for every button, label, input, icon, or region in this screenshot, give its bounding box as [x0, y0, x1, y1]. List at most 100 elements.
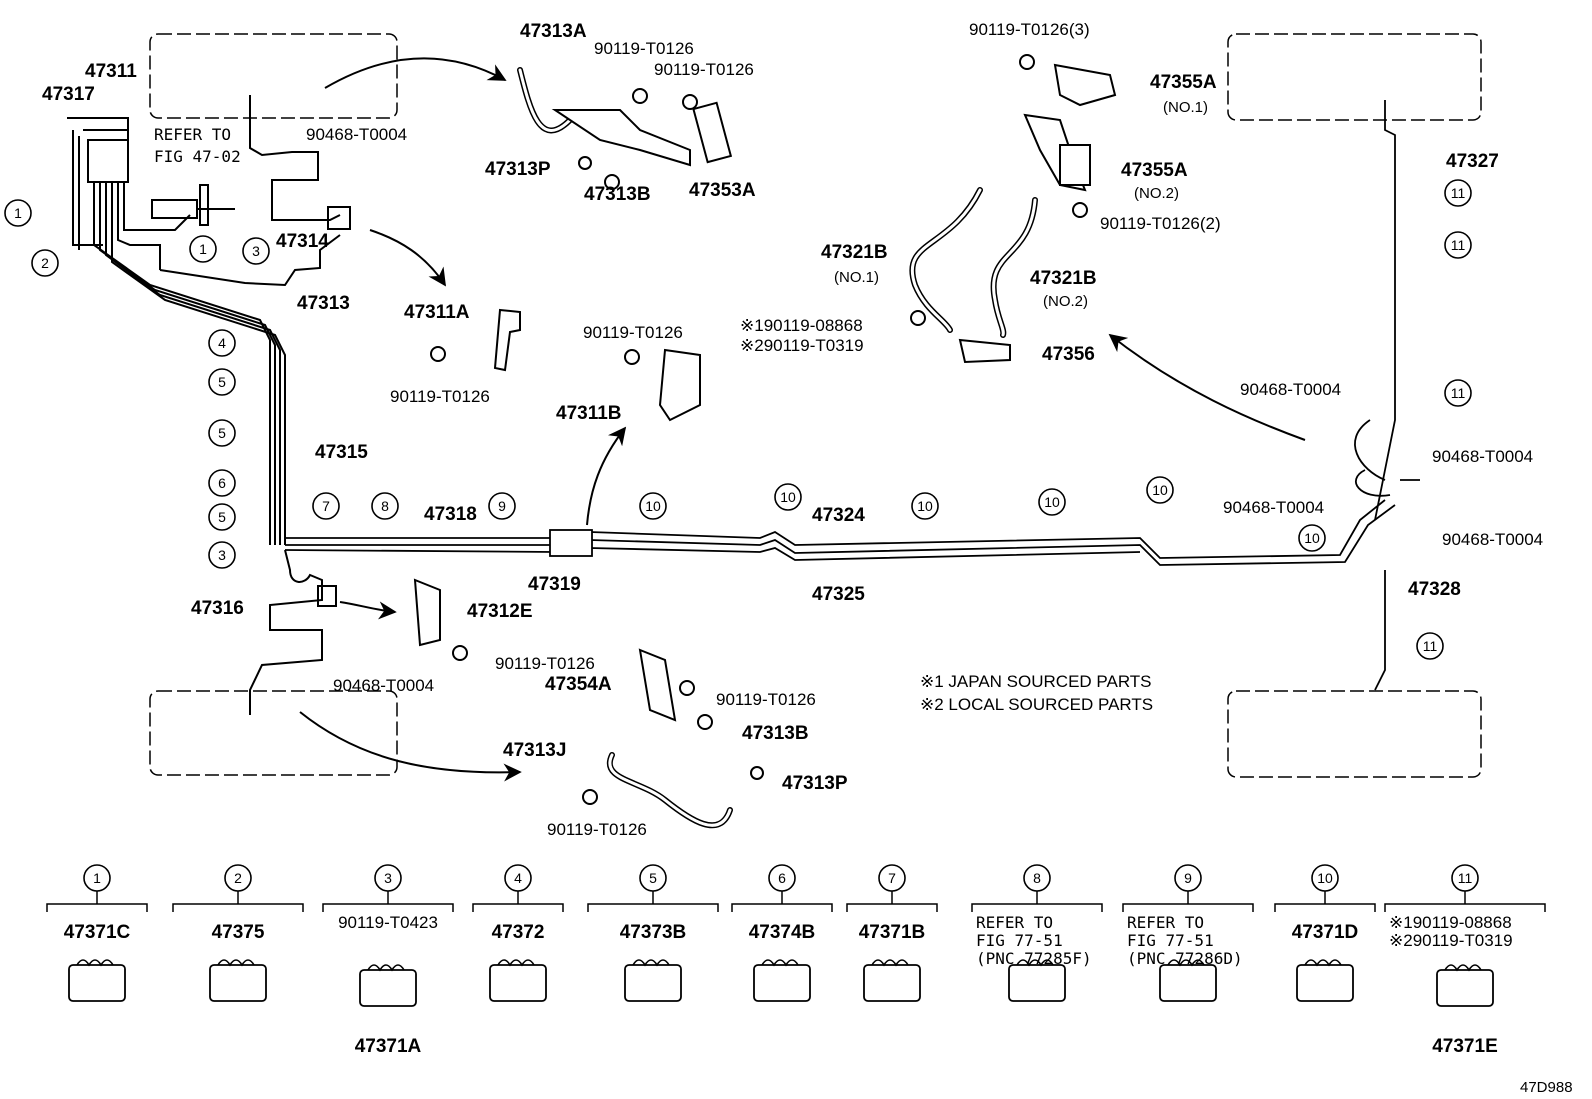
svg-text:1: 1 — [14, 205, 22, 221]
clamp-shape — [359, 969, 417, 1007]
legend-part: 47371E — [1432, 1036, 1498, 1057]
label-47313P: 47313P — [485, 159, 551, 180]
svg-text:11: 11 — [1423, 638, 1438, 654]
label-bolt-7: 90119-T0126 — [547, 820, 647, 839]
legend-part: 47371D — [1292, 922, 1359, 943]
legend-number: 10 — [1317, 870, 1333, 886]
legend-item-4: 4 47372 — [472, 864, 564, 1002]
note-japan: ※1 JAPAN SOURCED PARTS — [920, 672, 1152, 691]
callout-1: 1 — [189, 235, 217, 263]
label-47327: 47327 — [1446, 151, 1499, 172]
label-47313J: 47313J — [503, 740, 566, 761]
svg-text:5: 5 — [218, 374, 226, 390]
svg-text:11: 11 — [1451, 385, 1466, 401]
label-clip-2: 90468-T0004 — [333, 676, 434, 695]
callout-10: 10 — [774, 483, 802, 511]
label-47313P-lower: 47313P — [782, 773, 848, 794]
label-no2-a: (NO.2) — [1134, 185, 1179, 202]
label-47313: 47313 — [297, 293, 350, 314]
label-47353A: 47353A — [689, 180, 756, 201]
label-47325: 47325 — [812, 584, 865, 605]
callout-11: 11 — [1444, 179, 1472, 207]
svg-text:10: 10 — [1152, 482, 1168, 498]
label-47314: 47314 — [276, 231, 329, 252]
legend-number: 7 — [888, 870, 896, 886]
svg-text:10: 10 — [917, 498, 933, 514]
callout-10: 10 — [1298, 524, 1326, 552]
dashed-frames — [149, 33, 1482, 778]
svg-text:3: 3 — [252, 243, 260, 259]
legend-text-line: (PNC 77286D) — [1127, 949, 1243, 968]
refer-line-2: FIG 47-02 — [154, 147, 241, 166]
svg-text:10: 10 — [1044, 494, 1060, 510]
callout-10: 10 — [1038, 488, 1066, 516]
callout-10: 10 — [1146, 476, 1174, 504]
label-bolt-6: 90119-T0126 — [716, 690, 816, 709]
label-clip-3: 90468-T0004 — [1240, 380, 1341, 399]
label-no1-a: (NO.1) — [1163, 99, 1208, 116]
label-47316: 47316 — [191, 598, 244, 619]
legend-part: 47375 — [212, 922, 265, 943]
part-labels: 47311 47317 47314 47313 47315 47316 4731… — [42, 21, 1499, 794]
legend-number: 11 — [1458, 870, 1473, 886]
label-47317: 47317 — [42, 84, 95, 105]
callout-5: 5 — [208, 419, 236, 447]
note-local: ※2 LOCAL SOURCED PARTS — [920, 695, 1153, 714]
callout-6: 6 — [208, 469, 236, 497]
clamp-shape — [863, 964, 921, 1002]
svg-text:3: 3 — [218, 547, 226, 563]
legend-part: 47371B — [859, 922, 926, 943]
label-no1-b: (NO.1) — [834, 269, 879, 286]
clamp-shape — [489, 964, 547, 1002]
label-47315: 47315 — [315, 442, 368, 463]
label-bolt-3: 90119-T0126 — [390, 387, 490, 406]
clamp-shape — [624, 964, 682, 1002]
legend-text-line: FIG 77-51 — [976, 931, 1063, 950]
legend-part: 47371C — [64, 922, 131, 943]
legend-number: 4 — [514, 870, 522, 886]
svg-text:10: 10 — [1304, 530, 1320, 546]
label-clip-1: 90468-T0004 — [306, 125, 407, 144]
label-47313A: 47313A — [520, 21, 587, 42]
legend-fastener: 90119-T0423 — [338, 913, 438, 932]
label-47355A-no1: 47355A — [1150, 72, 1217, 93]
label-47312E: 47312E — [467, 601, 533, 622]
svg-text:4: 4 — [218, 335, 226, 351]
legend-number: 1 — [93, 870, 101, 886]
svg-text:5: 5 — [218, 425, 226, 441]
figure-code: 47D988 — [1520, 1079, 1573, 1096]
callout-8: 8 — [371, 492, 399, 520]
bracket-pictograms — [413, 54, 1117, 805]
clamp-shape — [1436, 969, 1494, 1007]
svg-text:11: 11 — [1451, 185, 1466, 201]
legend-text-line: REFER TO — [976, 913, 1053, 932]
label-47311B: 47311B — [556, 403, 622, 424]
label-clip-5: 90468-T0004 — [1223, 498, 1324, 517]
callout-3: 3 — [242, 237, 270, 265]
lower-left-lines — [249, 549, 337, 715]
svg-text:5: 5 — [218, 509, 226, 525]
label-japan-bolt: ※190119-08868 — [740, 316, 863, 335]
legend-number: 3 — [384, 870, 392, 886]
callout-11: 11 — [1444, 379, 1472, 407]
callout-4: 4 — [208, 329, 236, 357]
label-bolt-5: 90119-T0126 — [495, 654, 595, 673]
svg-text:2: 2 — [41, 255, 49, 271]
legend-part: 47372 — [492, 922, 545, 943]
label-47321B-no1: 47321B — [821, 242, 888, 263]
label-clip-4: 90468-T0004 — [1432, 447, 1533, 466]
clamp-legend: 147371C247375390119-T042347371A447372547… — [46, 864, 1546, 1057]
refer-line-1: REFER TO — [154, 125, 231, 144]
label-47318: 47318 — [424, 504, 477, 525]
legend-number: 8 — [1033, 870, 1041, 886]
label-47313B: 47313B — [584, 184, 651, 205]
main-brake-lines — [284, 100, 1420, 691]
